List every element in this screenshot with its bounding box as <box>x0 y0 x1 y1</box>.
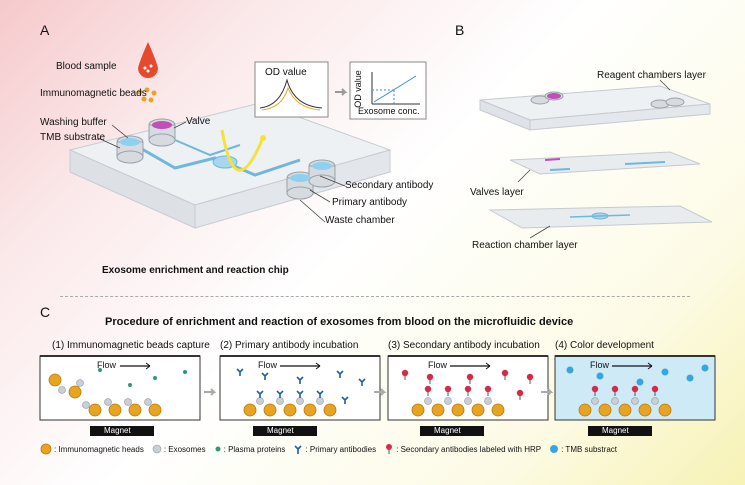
magnet-2 <box>253 426 317 436</box>
reaction-layer-label: Reaction chamber layer <box>472 240 578 251</box>
plasma-protein-icon <box>215 446 221 452</box>
secondary-antibody-label: Secondary antibody <box>345 180 434 191</box>
legend-primary: : Primary antibodies <box>305 444 377 454</box>
washing-buffer-label: Washing buffer <box>40 117 107 128</box>
primary-antibody-label: Primary antibody <box>332 197 408 208</box>
legend-secondary: : Secondary antibodies labeled with HRP <box>396 444 542 454</box>
beads-cluster-icon <box>137 87 157 103</box>
valves-layer-label: Valves layer <box>470 187 524 198</box>
step-1-label: (1) Immunomagnetic beads capture <box>52 340 210 351</box>
exosome-icon <box>152 444 162 454</box>
magnet-label-1: Magnet <box>104 426 131 435</box>
chip-caption: Exosome enrichment and reaction chip <box>102 265 289 276</box>
od-plot-xlabel: Exosome conc. <box>358 106 420 116</box>
magnet-4 <box>588 426 652 436</box>
valve-wire <box>220 129 264 172</box>
legend-beads: : Immunomagnetic heads <box>54 444 144 454</box>
tmb-substrate-label: TMB substrate <box>40 132 106 143</box>
step-3-box <box>387 355 549 421</box>
magnet-3 <box>420 426 484 436</box>
valves-layer <box>509 151 701 175</box>
od-plot-box <box>349 61 427 120</box>
reagent-chambers-layer <box>479 85 711 131</box>
blood-sample-label: Blood sample <box>56 61 117 72</box>
procedure-steps <box>39 355 716 436</box>
valve-label: Valve <box>186 116 211 127</box>
chip-body <box>68 102 392 229</box>
step-2-label: (2) Primary antibody incubation <box>220 340 359 351</box>
od-curve-title: OD value <box>265 67 307 78</box>
legend-tmb: : TMB substract <box>561 444 617 454</box>
reaction-chamber-layer <box>488 205 713 229</box>
panel-label-a: A <box>40 22 50 38</box>
tmb-icon <box>550 445 559 453</box>
procedure-title: Procedure of enrichment and reaction of … <box>105 316 574 328</box>
reagent-layer-label: Reagent chambers layer <box>597 70 706 81</box>
legend-exosomes: : Exosomes <box>163 444 206 454</box>
step-2-box <box>219 355 381 421</box>
flow-label-3: Flow <box>428 360 448 370</box>
step-4-box <box>554 355 716 421</box>
flow-label-2: Flow <box>258 360 278 370</box>
panel-label-b: B <box>455 22 465 38</box>
step-arrow-3 <box>541 388 554 396</box>
chip-illustration <box>68 42 427 229</box>
legend-plasma: : Plasma proteins <box>223 444 286 454</box>
step-arrow-2 <box>374 388 387 396</box>
flow-label-1: Flow <box>97 360 117 370</box>
od-plot-ylabel: OD value <box>352 70 363 108</box>
waste-chamber-label: Waste chamber <box>325 215 395 226</box>
secondary-antibody-icon <box>386 444 393 454</box>
od-curve-box <box>254 61 329 118</box>
panel-label-c: C <box>40 304 51 320</box>
magnet-label-3: Magnet <box>434 426 461 435</box>
blood-drop-icon <box>138 42 158 78</box>
step-arrow-1 <box>204 388 217 396</box>
bead-icon <box>40 443 52 455</box>
legend: : Immunomagnetic heads : Exosomes : Plas… <box>40 443 623 455</box>
flow-label-4: Flow <box>590 360 610 370</box>
step-4-label: (4) Color development <box>555 340 654 351</box>
magnet-label-4: Magnet <box>602 426 629 435</box>
section-divider <box>60 296 690 297</box>
primary-antibody-icon <box>294 445 303 454</box>
layer-stack-illustration <box>479 79 713 239</box>
arrow-icon <box>335 88 348 96</box>
step-1-box <box>39 355 201 421</box>
beads-label: Immunomagnetic beads <box>40 88 147 99</box>
magnet-1 <box>90 426 154 436</box>
step-3-label: (3) Secondary antibody incubation <box>388 340 540 351</box>
magnet-label-2: Magnet <box>267 426 294 435</box>
